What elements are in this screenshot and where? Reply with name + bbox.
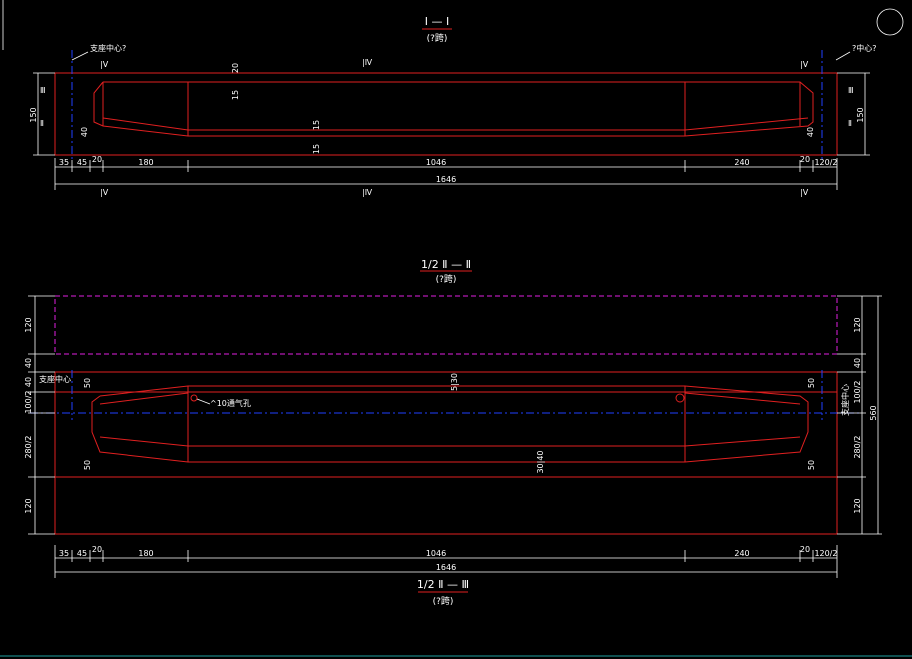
dim-value: 35 <box>59 158 69 167</box>
section-2-hollow <box>91 385 809 463</box>
dim-value: 45 <box>77 549 87 558</box>
cut-mark: |Ⅴ <box>100 60 109 69</box>
cut-mark: |Ⅴ <box>800 188 809 197</box>
section-3-subtitle: (?跨) <box>433 596 454 607</box>
dim-haunch-right: 40 <box>806 127 815 137</box>
section-2-dim-ticks <box>54 545 838 578</box>
section-1-outer <box>54 72 838 156</box>
section-2-left-support-note: 支座中心 <box>39 374 71 384</box>
dim-value: 180 <box>138 549 153 558</box>
section-3-title: 1/2 Ⅱ — Ⅲ <box>417 578 469 591</box>
cut-mark: |Ⅳ <box>362 188 373 197</box>
leader-line <box>71 51 89 61</box>
vent-hole-icon <box>190 394 198 402</box>
dim-haunch: 50 <box>807 460 816 470</box>
dim-bot-flange-b: 15 <box>312 144 321 154</box>
dim-value: 40 <box>24 358 33 368</box>
dim-value: 40 <box>24 377 33 387</box>
side-mark: Ⅱ <box>848 119 852 128</box>
section-1-inner-line <box>684 117 809 131</box>
cut-mark: |Ⅴ <box>800 60 809 69</box>
dim-overall: 1646 <box>436 175 456 184</box>
section-2-title: 1/2 Ⅱ — Ⅱ <box>421 258 471 271</box>
section-2-subtitle: (?跨) <box>436 274 457 285</box>
dim-value: 20 <box>92 155 102 164</box>
section-2-hole-note: ^10通气孔 <box>210 398 251 408</box>
section-1-dim-ticks <box>54 158 838 190</box>
section-1-left-support-note: 支座中心? <box>90 43 126 53</box>
side-mark: Ⅲ <box>848 86 854 95</box>
section-1-title: I — I <box>425 15 449 28</box>
dim-value: 100/2 <box>853 380 862 403</box>
dim-mid-bot: 30|40 <box>536 450 545 473</box>
dim-total: 560 <box>869 405 878 420</box>
section-2-inner-line <box>684 392 801 405</box>
dim-value: 35 <box>59 549 69 558</box>
dim-value: 20 <box>800 155 810 164</box>
dim-value: 20 <box>800 545 810 554</box>
section-2: 1/2 Ⅱ — Ⅱ (?跨) 支座中心 支座中心 ^10通气孔 <box>24 258 882 578</box>
dim-value: 280/2 <box>24 435 33 458</box>
vent-hole-icon <box>675 393 685 403</box>
dim-mid-top: 5|30 <box>450 373 459 391</box>
leader-line <box>196 398 211 405</box>
dim-value: 1046 <box>426 549 446 558</box>
dim-value: 100/2 <box>24 390 33 413</box>
side-mark: Ⅱ <box>40 119 44 128</box>
dim-overall: 1646 <box>436 563 456 572</box>
dim-value: 180 <box>138 158 153 167</box>
dim-value: 120/2 <box>814 549 837 558</box>
section-1-inner-line <box>102 117 189 131</box>
dim-haunch: 50 <box>83 378 92 388</box>
section-1: I — I (?跨) 支座中心? ?中心? |Ⅴ |Ⅳ |Ⅴ |Ⅴ |Ⅳ |Ⅴ … <box>29 15 877 197</box>
section-2-right-support-note: 支座中心 <box>840 384 850 416</box>
section-2-inner-line <box>684 436 801 447</box>
dim-value: 120 <box>853 317 862 332</box>
section-2-inner-line <box>99 392 189 405</box>
section-2-girder <box>54 371 838 535</box>
section-1-subtitle: (?跨) <box>427 33 448 44</box>
section-2-deck <box>54 295 838 355</box>
section-2-right-ticks <box>837 295 882 535</box>
dim-bot-flange-a: 15 <box>312 120 321 130</box>
dim-value: 1046 <box>426 158 446 167</box>
dim-value: 240 <box>734 549 749 558</box>
cut-mark: |Ⅳ <box>362 58 373 67</box>
dim-value: 40 <box>853 358 862 368</box>
dim-value: 120/2 <box>814 158 837 167</box>
circle-marker-icon <box>876 8 904 36</box>
cut-mark: |Ⅴ <box>100 188 109 197</box>
dim-haunch: 50 <box>83 460 92 470</box>
dim-value: 240 <box>734 158 749 167</box>
dim-value: 45 <box>77 158 87 167</box>
dim-haunch: 50 <box>807 378 816 388</box>
section-2-inner-line <box>99 436 189 447</box>
side-mark: Ⅲ <box>40 86 46 95</box>
section-3: 1/2 Ⅱ — Ⅲ (?跨) <box>417 578 469 607</box>
dim-value: 120 <box>24 498 33 513</box>
dim-value: 280/2 <box>853 435 862 458</box>
dim-haunch-left: 40 <box>80 127 89 137</box>
dim-top-thk: 20 <box>231 63 240 73</box>
section-1-right-support-note: ?中心? <box>852 43 877 53</box>
dim-value: 20 <box>92 545 102 554</box>
dim-value: 120 <box>853 498 862 513</box>
dim-value: 120 <box>24 317 33 332</box>
dim-top-flange: 15 <box>231 90 240 100</box>
section-1-height-left: 150 <box>29 107 38 122</box>
leader-line <box>835 51 851 61</box>
section-1-height-right: 150 <box>856 107 865 122</box>
section-2-left-ticks <box>28 295 55 535</box>
